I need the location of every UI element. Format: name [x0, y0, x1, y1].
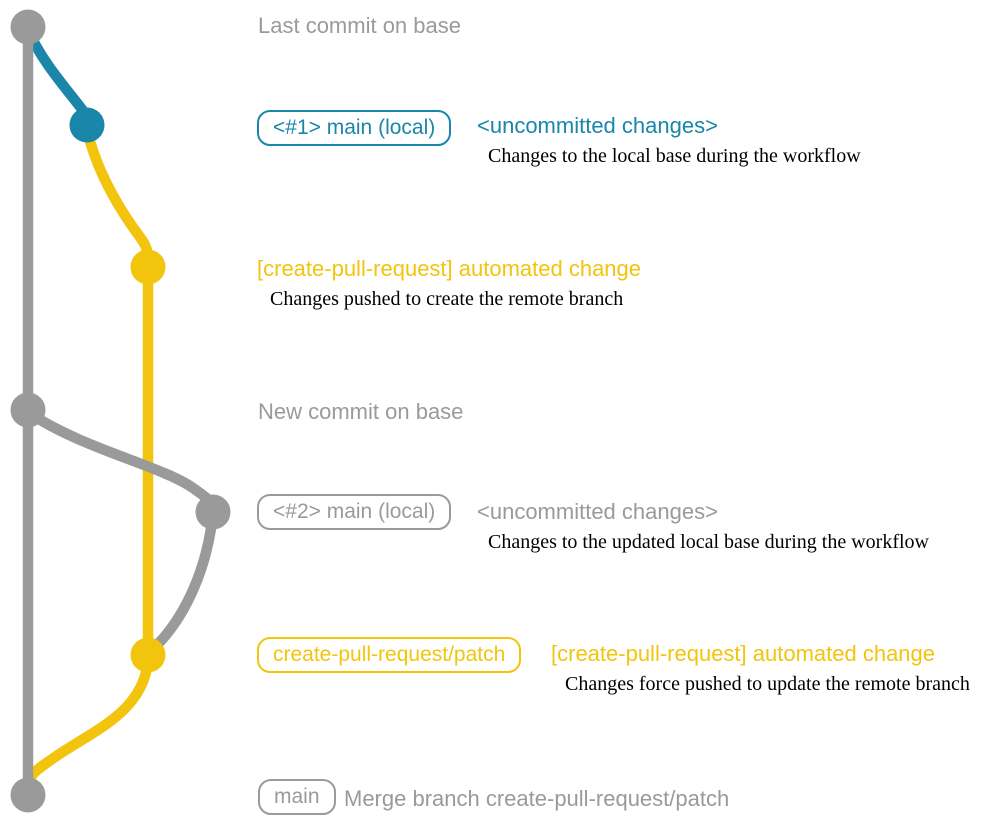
commit-graph — [10, 9, 231, 813]
commit-automated-change-2 — [130, 637, 166, 673]
branch-label-main-local-1: <#1> main (local) — [257, 110, 452, 146]
branch-label-main: main — [258, 779, 336, 815]
commit-message-merge: Merge branch create-pull-request/patch — [344, 786, 730, 811]
commit-last-on-base — [10, 9, 46, 45]
branch-label-create-pull-request-patch-text: create-pull-request/patch — [273, 643, 506, 666]
branch-label-main-local-2: <#2> main (local) — [257, 494, 452, 530]
commit-message-uncommitted-2: <uncommitted changes> — [477, 499, 718, 524]
branch-label-main-local-1-text: <#1> main (local) — [273, 116, 436, 139]
edge-branch-to-patch-commit — [81, 124, 154, 274]
commit-message-automated-2: [create-pull-request] automated change — [551, 641, 936, 666]
branch-label-create-pull-request-patch: create-pull-request/patch — [257, 637, 522, 673]
commit-new-on-base — [10, 392, 46, 428]
commit-automated-change-1 — [130, 249, 166, 285]
commit-local-main-2 — [195, 494, 231, 530]
commit-message-automated-1: [create-pull-request] automated change — [257, 256, 642, 281]
description-automated-2: Changes force pushed to update the remot… — [565, 673, 970, 695]
commit-local-main-1 — [69, 107, 105, 143]
description-uncommitted-1: Changes to the local base during the wor… — [488, 145, 861, 167]
branch-label-main-local-2-text: <#2> main (local) — [273, 500, 436, 523]
milestone-last-commit-on-base: Last commit on base — [258, 13, 461, 38]
edge-local-main-2-out — [22, 406, 219, 516]
edge-merge-into-base — [22, 656, 154, 796]
branch-label-main-text: main — [274, 785, 320, 808]
commit-message-uncommitted-1: <uncommitted changes> — [477, 113, 718, 138]
description-automated-1: Changes pushed to create the remote bran… — [270, 288, 624, 310]
milestone-new-commit-on-base: New commit on base — [258, 399, 464, 424]
commit-merge — [10, 777, 46, 813]
edge-local-main-2-rebase — [146, 506, 219, 656]
description-uncommitted-2: Changes to the updated local base during… — [488, 531, 929, 553]
